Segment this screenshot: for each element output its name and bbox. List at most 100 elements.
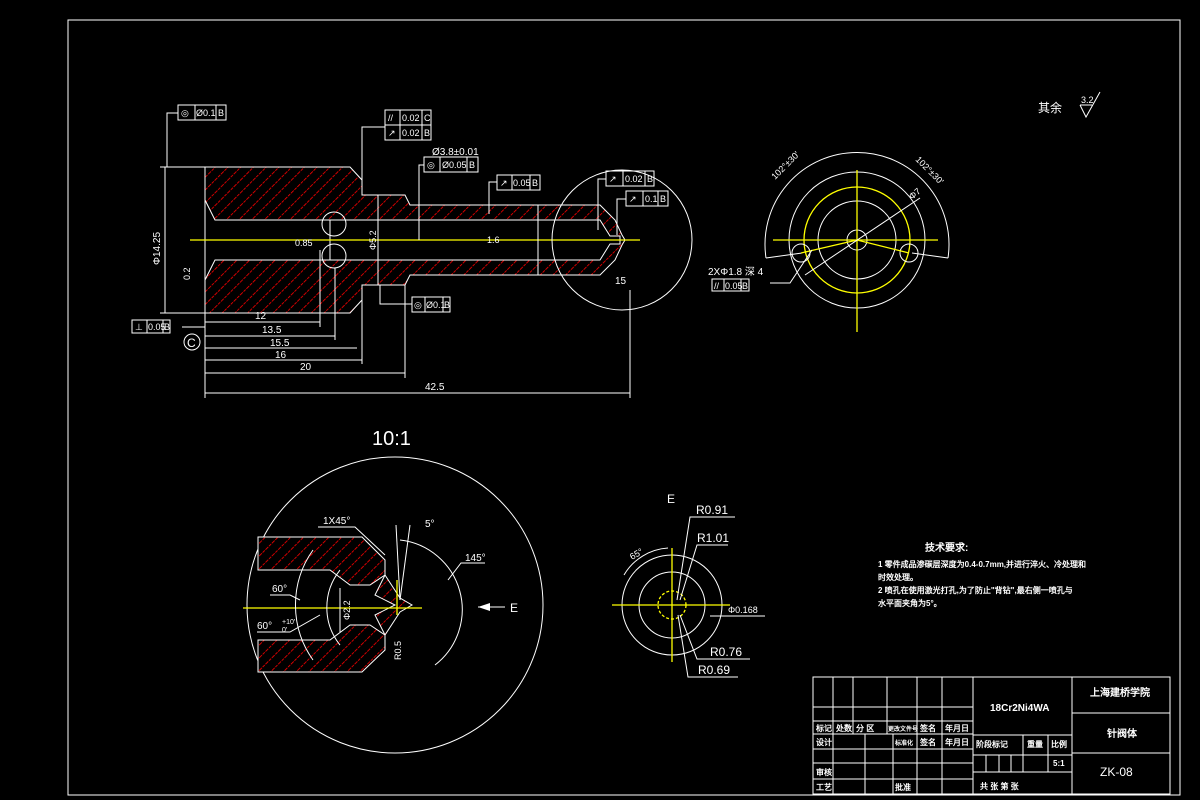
fcf-runout-tip-1: ↗ 0.02 B (597, 170, 655, 230)
fcf-concentricity-top: ◎ Ø0.1 B (166, 104, 227, 167)
title-block-weight-text: 重量 (1027, 739, 1043, 749)
surface-note-label: 其余 (1038, 100, 1062, 115)
end-view-dia-text: Φ7 (907, 186, 923, 201)
main-section-view: Φ14.25 Φ5.2 0.2 0.85 1.6 15 ◎ Ø0.1 B // … (131, 104, 693, 398)
detail-view-arrow-label: E (510, 601, 518, 615)
title-block-design-text: 设计 (816, 737, 832, 747)
drawing-number: ZK-08 (1100, 765, 1133, 779)
view-e-dia-text: Φ0.168 (728, 605, 758, 615)
main-view-fcf-runout-tip2-datum-text: B (660, 194, 666, 204)
roughness-symbol (1079, 91, 1101, 119)
main-view-fcf-runout-tip2-tolerance-text: 0.1 (645, 194, 658, 204)
view-e-label-text: E (667, 492, 675, 506)
fcf-perpendicularity: ⊥ 0.05 B (131, 319, 205, 334)
title-block-review-text: 审核 (816, 767, 832, 777)
material: 18Cr2Ni4WA (990, 703, 1049, 714)
surface-note-value: 3.2 (1081, 95, 1094, 105)
view-e-r3-text: R0.76 (710, 645, 742, 659)
tip-dim: 15 (615, 276, 627, 287)
main-view-dims-2-text: 15.5 (270, 338, 290, 349)
datum-c-symbol (183, 333, 201, 351)
title-block-headers-4-text: 签名 (919, 723, 936, 733)
roughness-bore: 0.85 (295, 238, 313, 248)
title-block-sign-text: 签名 (919, 737, 936, 747)
detail-view: 10:1 1X45° 5° 145° 60° 60° +10' 0' Φ2.2 … (243, 428, 544, 754)
school-name: 上海建桥学院 (1090, 686, 1150, 699)
tech-requirements-line1b-text: 时效处理。 (878, 572, 918, 582)
main-view-fcf-conc-bottom-tolerance-text: Ø0.1 (426, 300, 446, 310)
title-block-headers-5-text: 年月日 (945, 723, 969, 733)
fcf-concentricity-bore: ◎ Ø0.05 B (418, 156, 479, 240)
title-block-headers-1-text: 处数 (835, 723, 853, 733)
end-view-fcf-datum-text: B (742, 281, 748, 291)
main-view-fcf-runout-1-datum-text: B (424, 128, 430, 138)
scale-value: 5:1 (1053, 759, 1065, 768)
view-e-angle-text: 65° (628, 546, 645, 562)
end-view-fcf-tolerance-text: 0.05 (725, 281, 743, 291)
end-view: 102°±30' 102°±30' Φ7 2XΦ1.8 深 4 // 0.05 … (708, 149, 950, 332)
fcf-runout-tip-2: ↗ 0.1 B (616, 190, 669, 235)
main-view-fcf-runout-stem-tolerance-text: 0.05 (513, 178, 531, 188)
dia-outer-label: Φ14.25 (152, 232, 163, 265)
main-view-fcf-parallel-symbol-text: // (388, 113, 394, 123)
title-block-approve-text: 批准 (895, 782, 911, 792)
main-view-fcf-perp-symbol-text: ⊥ (135, 322, 143, 332)
main-view-fcf-runout-1-symbol-text: ↗ (388, 128, 396, 138)
main-view-fcf-perp-tolerance-text: 0.05 (148, 322, 166, 332)
main-view-fcf-runout-stem-datum-text: B (532, 178, 538, 188)
view-e: E 65° R0.91 R1.01 Φ0.168 R0.76 R0.69 (612, 492, 765, 678)
main-view-fcf-conc-bottom-symbol-text: ◎ (414, 300, 422, 310)
view-e-r4-text: R0.69 (698, 663, 730, 677)
end-view-angle-left-text: 102°±30' (769, 149, 801, 181)
datum-c-label: C (187, 336, 196, 350)
detail-view-angle-60-tol-text: 60° (257, 621, 272, 632)
main-view-fcf-parallel-tolerance-text: 0.02 (402, 113, 420, 123)
title-block-stage-text: 阶段标记 (976, 739, 1008, 749)
holes-note: 2XΦ1.8 深 4 (708, 266, 764, 278)
title-block-headers-3-text: 更改文件号 (888, 725, 918, 733)
title-block-date-text: 年月日 (945, 737, 969, 747)
main-view-fcf-perp-datum-text: B (164, 322, 170, 332)
title-block-headers-2-text: 分 区 (856, 723, 874, 733)
detail-view-radius-text: R0.5 (393, 641, 403, 660)
roughness-left: 0.2 (182, 267, 192, 280)
main-view-fcf-runout-tip1-tolerance-text: 0.02 (625, 174, 643, 184)
main-view-fcf-parallel-datum-text: C (424, 113, 431, 123)
detail-view-angle-145-text: 145° (465, 553, 486, 564)
main-view-fcf-runout-tip1-symbol-text: ↗ (609, 174, 617, 184)
main-view-dims-1-text: 13.5 (262, 325, 282, 336)
technical-requirements: 技术要求: 1 零件成品渗碳层深度为0.4-0.7mm,并进行淬火、冷处理和 时… (877, 541, 1086, 608)
dia-step-label: Φ5.2 (368, 230, 378, 250)
detail-view-chamfer-text: 1X45° (323, 516, 350, 527)
main-view-fcf-conc-bore-datum-text: B (469, 160, 475, 170)
fcf-concentricity-bottom: ◎ Ø0.1 B (379, 285, 451, 313)
part-name: 针阀体 (1107, 727, 1138, 740)
tech-requirements-line2-text: 2 喷孔在使用激光打孔,为了防止"背钻",最右侧一喷孔与 (878, 585, 1073, 595)
title-block-ratio-text: 比例 (1051, 739, 1067, 749)
tech-requirements-title-text: 技术要求: (925, 541, 968, 554)
main-view-dims-5-text: 42.5 (425, 382, 445, 393)
main-view-fcf-top-left-tolerance-text: Ø0.1 (196, 108, 216, 118)
detail-view-dia-text: Φ2.2 (342, 600, 352, 620)
roughness-stem: 1.6 (487, 235, 500, 245)
tech-requirements-line1-text: 1 零件成品渗碳层深度为0.4-0.7mm,并进行淬火、冷处理和 (878, 559, 1086, 569)
fcf-parallel-runout: // 0.02 C ↗ 0.02 B (361, 109, 432, 195)
view-e-r2-text: R1.01 (697, 531, 729, 545)
detail-view-tol-lower-text: 0' (282, 627, 287, 634)
fcf-runout-stem: ↗ 0.05 B (488, 174, 541, 214)
tech-requirements-line2b-text: 水平面夹角为5°。 (877, 598, 942, 608)
detail-view-angle-60-text: 60° (272, 584, 287, 595)
bore-dim: Ø3.8±0.01 (432, 147, 479, 158)
main-view-fcf-top-left-datum-text: B (218, 108, 224, 118)
drawing-frame (67, 19, 1181, 796)
main-view-fcf-runout-tip2-symbol-text: ↗ (629, 194, 637, 204)
linear-dimensions: 12 13.5 15.5 16 20 42.5 (205, 250, 631, 398)
main-view-dims-0-text: 12 (255, 311, 267, 322)
main-view-fcf-conc-bore-symbol-text: ◎ (427, 160, 435, 170)
title-block: 标记 处数 分 区 更改文件号 签名 年月日 设计 标准化 签名 年月日 审核 … (812, 676, 1171, 795)
main-view-fcf-runout-1-tolerance-text: 0.02 (402, 128, 420, 138)
main-view-fcf-conc-bore-tolerance-text: Ø0.05 (442, 160, 467, 170)
end-view-angle-right-text: 102°±30' (914, 154, 946, 186)
main-view-fcf-conc-bottom-datum-text: B (444, 300, 450, 310)
